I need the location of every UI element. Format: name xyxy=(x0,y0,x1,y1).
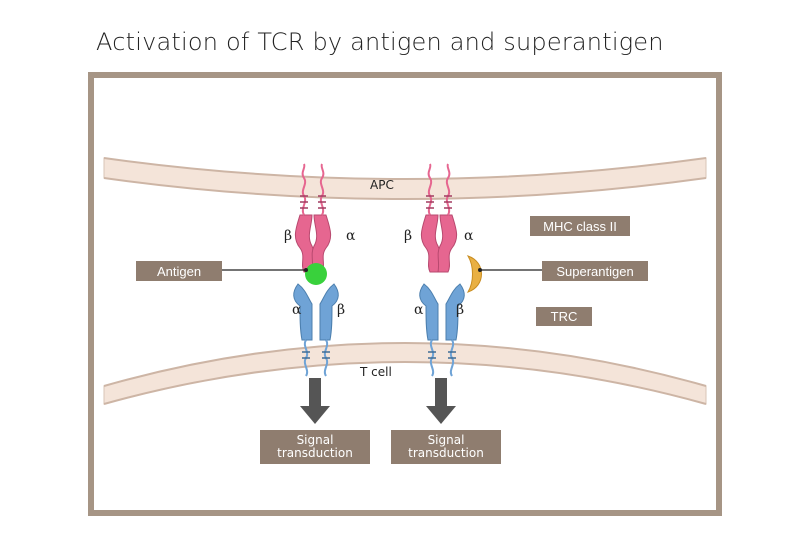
signal-transduction-left: Signal transduction xyxy=(260,430,370,464)
signal-arrow-right xyxy=(426,378,456,424)
mhc-class-ii-label: MHC class II xyxy=(530,216,630,236)
antigen-peptide xyxy=(305,263,327,285)
mhc-right-tm xyxy=(426,163,452,216)
tcr-right xyxy=(419,283,465,341)
trc-label: TRC xyxy=(536,307,592,326)
antigen-label: Antigen xyxy=(136,261,222,281)
alpha-label-right-mhc: α xyxy=(464,228,474,244)
t-cell-membrane xyxy=(103,342,707,405)
beta-label-left-tcr: β xyxy=(337,302,346,318)
alpha-label-right-tcr: α xyxy=(414,302,424,318)
tcr-right-tm xyxy=(428,339,456,377)
alpha-label-left-tcr: α xyxy=(292,302,302,318)
tcr-left xyxy=(293,283,339,341)
mhc-left-tm xyxy=(300,163,326,216)
beta-label-left-mhc: β xyxy=(284,228,293,244)
signal-transduction-right: Signal transduction xyxy=(391,430,501,464)
apc-label: APC xyxy=(370,178,394,192)
mhc-right xyxy=(420,214,458,273)
t-cell-label: T cell xyxy=(360,365,392,379)
page-title: Activation of TCR by antigen and superan… xyxy=(96,28,664,56)
superantigen-label: Superantigen xyxy=(542,261,648,281)
beta-label-right-mhc: β xyxy=(404,228,413,244)
signal-arrow-left xyxy=(300,378,330,424)
alpha-label-left-mhc: α xyxy=(346,228,356,244)
beta-label-right-tcr: β xyxy=(456,302,465,318)
superantigen-shape xyxy=(466,255,482,293)
tcr-left-tm xyxy=(302,339,330,377)
